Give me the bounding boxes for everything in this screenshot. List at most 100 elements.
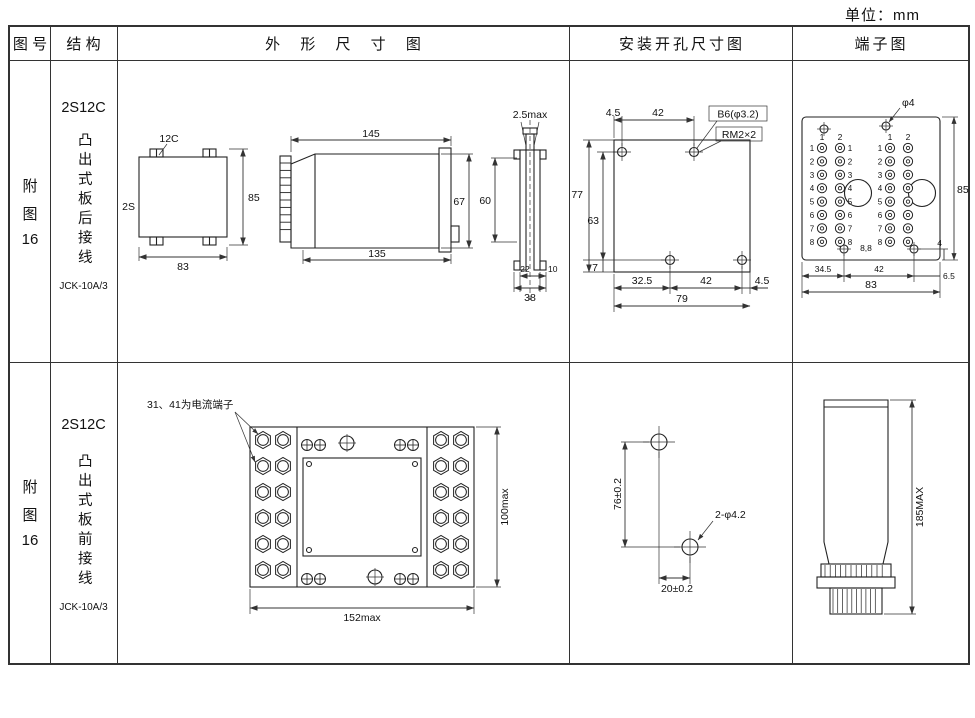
- svg-text:7: 7: [878, 224, 883, 233]
- dim-42-top: 42: [652, 107, 664, 119]
- col-label: 2: [838, 132, 843, 142]
- mounting-outline: [613, 139, 751, 273]
- col-label: 1: [820, 132, 825, 142]
- hole-spec-front: 2-φ4.2: [715, 509, 746, 521]
- grid-line: [792, 27, 793, 663]
- fig-num: 16: [21, 230, 39, 248]
- grid-line: [50, 27, 51, 663]
- svg-text:7: 7: [810, 224, 815, 233]
- terminal-outline: [801, 116, 941, 261]
- svg-text:4: 4: [810, 184, 815, 193]
- dim-4-term: 4: [937, 238, 942, 248]
- dim-100max: 100max: [499, 488, 511, 526]
- mounting-drawing-rear: 4.5 42 B6(φ3.2) RM2×2 77 63 7 32.5 42 4.…: [571, 105, 770, 312]
- panel-section-view: [513, 120, 547, 300]
- dim-2-5max: 2.5max: [513, 109, 548, 121]
- dim-145: 145: [362, 128, 380, 140]
- unit-label: 单位：mm: [845, 7, 920, 24]
- dim-10: 10: [548, 264, 558, 274]
- dim-42-term: 42: [874, 264, 884, 274]
- dim-63: 63: [587, 215, 599, 227]
- dim-60: 60: [479, 195, 491, 207]
- panel-dims: [491, 157, 547, 292]
- dim-83-term: 83: [865, 279, 877, 291]
- fig-char: 附: [22, 479, 38, 496]
- svg-text:5: 5: [810, 198, 815, 207]
- structure-label: 凸出式板前接线: [75, 453, 92, 590]
- svg-text:1: 1: [810, 144, 815, 153]
- svg-text:5: 5: [848, 198, 853, 207]
- dim-76: 76±0.2: [612, 478, 624, 510]
- fig-num: 16: [21, 532, 39, 549]
- dim-79: 79: [676, 293, 688, 305]
- svg-text:2: 2: [848, 157, 853, 166]
- dim-4-5-bottom: 4.5: [755, 275, 770, 287]
- label-2s: 2S: [122, 201, 135, 213]
- svg-text:1: 1: [848, 144, 853, 153]
- dim-67: 67: [453, 196, 465, 208]
- relay-side-body: [816, 399, 896, 615]
- svg-text:3: 3: [848, 171, 853, 180]
- pin-comb: [280, 162, 291, 231]
- dim-85: 85: [248, 192, 260, 204]
- svg-text:5: 5: [878, 198, 883, 207]
- structure-row2: 2S12C 凸出式板前接线 JCK-10A/3: [50, 362, 117, 718]
- model-label: 2S12C: [61, 100, 106, 116]
- top-view: [138, 148, 228, 246]
- dim-85-term: 85: [957, 184, 969, 196]
- current-terminal-note: 31、41为电流端子: [147, 398, 233, 411]
- structure-row1: 2S12C 凸出式板后接线 JCK-10A/3: [50, 60, 117, 402]
- hex-terminal-grid: [255, 430, 469, 580]
- col-label: 2: [906, 132, 911, 142]
- mounting-dims: [583, 116, 768, 312]
- front-view-body: [249, 426, 475, 588]
- model-label: 2S12C: [61, 417, 106, 433]
- fig-no-row2: 附 图 16: [10, 362, 50, 663]
- mount-screws: [338, 434, 384, 586]
- dim-4-5-top: 4.5: [606, 107, 621, 119]
- svg-text:2: 2: [810, 157, 815, 166]
- cross-terminals: [301, 439, 419, 585]
- dim-38: 38: [524, 292, 536, 304]
- header-terminal: 端子图: [854, 36, 909, 53]
- dim-83: 83: [177, 261, 189, 273]
- header-outline: 外 形 尺 寸 图: [265, 36, 429, 53]
- hole-dia: φ4: [902, 97, 915, 109]
- pin-hatch-1: [824, 565, 883, 577]
- terminal-dims: [801, 116, 958, 298]
- thread-spec: RM2×2: [722, 129, 756, 141]
- svg-text:6: 6: [878, 211, 883, 220]
- svg-text:3: 3: [810, 171, 815, 180]
- mounting-holes: [613, 143, 751, 269]
- svg-text:8: 8: [848, 238, 853, 247]
- side-profile-drawing: 185MAX: [816, 399, 926, 615]
- side-view: [279, 147, 460, 253]
- svg-text:2: 2: [878, 157, 883, 166]
- header-structure: 结 构: [66, 36, 101, 53]
- front-mount-holes: [643, 426, 706, 563]
- svg-text:1: 1: [878, 144, 883, 153]
- dim-152max: 152max: [343, 612, 381, 624]
- svg-text:8: 8: [810, 238, 815, 247]
- dim-185max: 185MAX: [914, 487, 926, 527]
- svg-text:7: 7: [848, 224, 853, 233]
- top-view-dims: [138, 148, 248, 261]
- svg-text:4: 4: [848, 184, 853, 193]
- spec-table: 图 号 结 构 外 形 尺 寸 图 安装开孔尺寸图 端子图 附 图 16 2S1…: [8, 25, 970, 665]
- col-label: 1: [888, 132, 893, 142]
- type-code: JCK-10A/3: [59, 280, 108, 292]
- dim-20: 20±0.2: [661, 583, 693, 595]
- pair-label: 8,8: [860, 243, 872, 253]
- terminal-mount-holes: [817, 119, 921, 256]
- svg-text:4: 4: [878, 184, 883, 193]
- type-code: JCK-10A/3: [59, 601, 108, 613]
- dim-77: 77: [571, 189, 583, 201]
- grid-line: [569, 27, 570, 663]
- pin-hatch-2: [832, 589, 876, 613]
- mounting-drawing-front: 76±0.2 2-φ4.2 20±0.2: [612, 426, 746, 595]
- dim-32-5: 32.5: [632, 275, 653, 287]
- outline-drawing-front: 31、41为电流端子 100max 152max: [147, 398, 511, 624]
- dim-135: 135: [368, 248, 386, 260]
